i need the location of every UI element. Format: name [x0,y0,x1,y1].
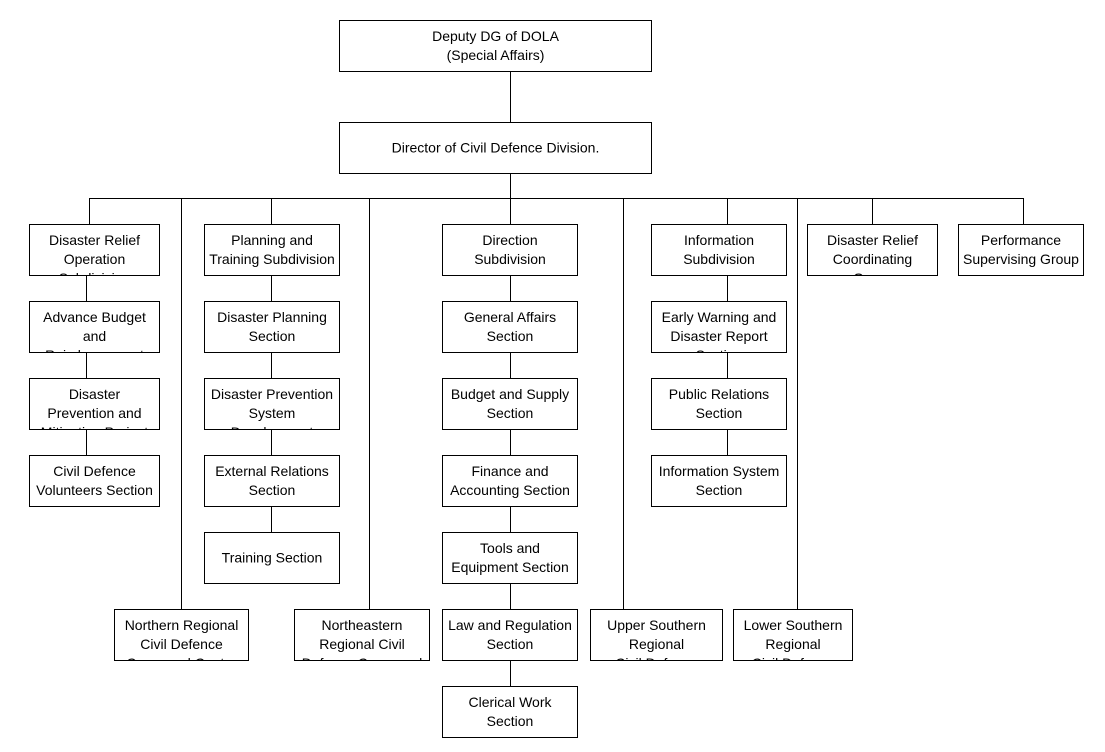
external-relations-label: External Relations Section [215,463,329,498]
northeastern-command-label: Northeastern Regional Civil Defence Comm… [302,617,423,660]
connector-line [510,173,511,198]
training-section-box: Training Section [204,532,340,584]
connector-line [510,660,511,686]
director-box: Director of Civil Defence Division. [339,122,652,174]
connector-line [271,198,272,224]
volunteers-section-box: Civil Defence Volunteers Section [29,455,160,507]
information-subdivision-box: Information Subdivision [651,224,787,276]
relief-coordinating-group-box: Disaster Relief Coordinating Group [807,224,938,276]
connector-line [727,275,728,301]
information-subdivision-label: Information Subdivision [683,232,755,267]
performance-group-label: Performance Supervising Group [963,232,1079,267]
relief-coordinating-group-label: Disaster Relief Coordinating Group [826,232,919,275]
public-relations-label: Public Relations Section [668,386,770,421]
direction-subdivision-box: Direction Subdivision [442,224,578,276]
deputy-dg-label: Deputy DG of DOLA (Special Affairs) [432,28,559,63]
general-affairs-label: General Affairs Section [463,309,557,344]
clerical-work-label: Clerical Work Section [468,694,552,729]
upper-southern-label: Upper Southern Regional Civil Defence [607,617,706,660]
volunteers-section-label: Civil Defence Volunteers Section [36,463,153,498]
connector-line [271,275,272,301]
connector-line [727,198,728,224]
planning-subdivision-label: Planning and Training Subdivision [209,232,335,267]
disaster-planning-label: Disaster Planning Section [217,309,327,344]
connector-line [510,506,511,532]
law-regulation-label: Law and Regulation Section [448,617,572,652]
upper-southern-box: Upper Southern Regional Civil Defence [590,609,723,661]
connector-line [797,198,798,609]
connector-line [623,198,624,609]
prevention-system-label: Disaster Prevention System Development [210,386,334,429]
general-affairs-box: General Affairs Section [442,301,578,353]
public-relations-box: Public Relations Section [651,378,787,430]
connector-line [510,71,511,123]
deputy-dg-box: Deputy DG of DOLA (Special Affairs) [339,20,652,72]
connector-line [1023,198,1024,224]
direction-subdivision-label: Direction Subdivision [474,232,546,267]
connector-line [86,275,87,301]
connector-line [369,198,370,609]
information-system-label: Information System Section [658,463,780,498]
lower-southern-box: Lower Southern Regional Civil Defence [733,609,853,661]
connector-line [510,429,511,455]
advance-budget-label: Advance Budget and Reimbursement [43,309,146,352]
budget-supply-box: Budget and Supply Section [442,378,578,430]
connector-line [89,198,90,224]
external-relations-box: External Relations Section [204,455,340,507]
planning-subdivision-box: Planning and Training Subdivision [204,224,340,276]
performance-group-box: Performance Supervising Group [958,224,1084,276]
tools-equipment-box: Tools and Equipment Section [442,532,578,584]
connector-line [89,198,1024,199]
northern-command-box: Northern Regional Civil Defence Command … [114,609,249,661]
early-warning-label: Early Warning and Disaster Report Sectio… [661,309,777,352]
early-warning-box: Early Warning and Disaster Report Sectio… [651,301,787,353]
prevention-project-label: Disaster Prevention and Mitigation Proje… [41,386,148,429]
information-system-box: Information System Section [651,455,787,507]
connector-line [86,429,87,455]
disaster-planning-box: Disaster Planning Section [204,301,340,353]
northern-command-label: Northern Regional Civil Defence Command … [124,617,239,660]
connector-line [510,583,511,609]
prevention-system-box: Disaster Prevention System Development [204,378,340,430]
budget-supply-label: Budget and Supply Section [450,386,570,421]
director-label: Director of Civil Defence Division. [391,139,600,156]
connector-line [872,198,873,224]
connector-line [727,352,728,378]
connector-line [271,429,272,455]
advance-budget-box: Advance Budget and Reimbursement [29,301,160,353]
finance-accounting-label: Finance and Accounting Section [450,463,570,498]
connector-line [271,352,272,378]
law-regulation-box: Law and Regulation Section [442,609,578,661]
tools-equipment-label: Tools and Equipment Section [451,540,569,575]
prevention-project-box: Disaster Prevention and Mitigation Proje… [29,378,160,430]
connector-line [510,198,511,224]
northeastern-command-box: Northeastern Regional Civil Defence Comm… [294,609,430,661]
connector-line [271,506,272,532]
connector-line [181,198,182,609]
clerical-work-box: Clerical Work Section [442,686,578,738]
lower-southern-label: Lower Southern Regional Civil Defence [743,617,843,660]
connector-line [86,352,87,378]
relief-operation-subdivision-box: Disaster Relief Operation Subdivision [29,224,160,276]
connector-line [510,275,511,301]
training-section-label: Training Section [221,549,323,566]
finance-accounting-box: Finance and Accounting Section [442,455,578,507]
connector-line [510,352,511,378]
connector-line [727,429,728,455]
relief-operation-subdivision-label: Disaster Relief Operation Subdivision [48,232,141,275]
